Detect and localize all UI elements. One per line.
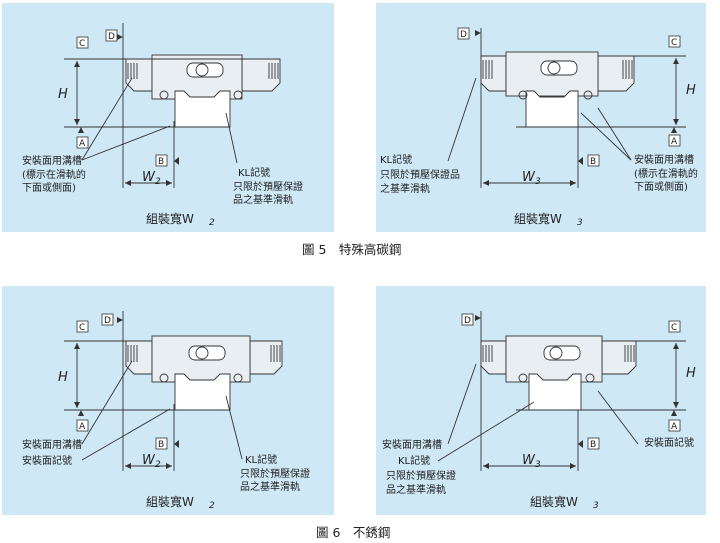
- dim-h-label: H: [58, 87, 68, 102]
- kl-note-2: 品之基準滑軌: [240, 480, 300, 493]
- ref-a-label: A: [671, 137, 678, 147]
- mount-groove-note-2: 下面或側面): [634, 180, 688, 193]
- bottom-title-sub: 2: [209, 218, 215, 228]
- kl-mark-label: KL記號: [238, 166, 270, 179]
- dim-h-label: H: [58, 370, 68, 385]
- kl-mark-label: KL記號: [398, 454, 430, 467]
- ref-b-label: B: [158, 440, 164, 450]
- mount-mark-label: 安裝面記號: [644, 436, 694, 449]
- kl-note-2: 品之基準滑軌: [233, 193, 293, 206]
- bottom-title-sub: 2: [209, 501, 215, 511]
- dim-w-sub: 3: [535, 177, 541, 187]
- ref-a-label: A: [79, 139, 86, 149]
- dim-w-sub: 2: [155, 177, 161, 187]
- mount-groove-label: 安裝面用溝槽: [22, 438, 82, 451]
- kl-note-1: 只限於預壓保證: [240, 467, 310, 480]
- fig5-left-panel: D C A B H W 2 安裝面用溝槽 (標示在滑軌的 下面或側面) KL記號…: [2, 3, 334, 232]
- ref-d-label: D: [464, 316, 471, 326]
- fig6-right-panel: D C A B H W 3 安裝面用溝槽 安裝面記號 KL記號 只限於預壓保證 …: [376, 286, 706, 515]
- mount-groove-note-2: 下面或側面): [22, 181, 76, 194]
- kl-mark-label: KL記號: [245, 453, 277, 466]
- kl-note-1: 只限於預壓保證品: [380, 168, 460, 181]
- ref-a-label: A: [671, 422, 678, 432]
- mount-mark-label: 安裝面記號: [22, 454, 72, 467]
- dim-w-sub: 2: [155, 460, 161, 470]
- dim-w-label: W: [522, 170, 536, 185]
- mount-groove-label: 安裝面用溝槽: [22, 154, 82, 167]
- dim-w-label: W: [142, 453, 156, 468]
- kl-note-2: 品之基準滑軌: [386, 483, 446, 496]
- ref-b-label: B: [158, 157, 164, 167]
- fig6-caption: 圖 6 不銹鋼: [316, 525, 391, 540]
- bottom-title: 組裝寬W: [146, 494, 194, 509]
- ref-a-label: A: [79, 422, 86, 432]
- bottom-title: 組裝寬W: [530, 494, 578, 509]
- fig6-left-panel: D C A B H W 2 安裝面用溝槽 安裝面記號 KL記號 只限於預壓保證 …: [2, 286, 334, 515]
- fig5-right-drawing: D C A B H W 3 安裝面用溝槽 (標示在滑軌的 下面或側面) KL記號…: [380, 27, 698, 228]
- fig5-right-panel: D C A B H W 3 安裝面用溝槽 (標示在滑軌的 下面或側面) KL記號…: [376, 3, 706, 232]
- ref-d-label: D: [104, 316, 111, 326]
- dim-w-label: W: [522, 453, 536, 468]
- fig6-left-drawing: D C A B H W 2 安裝面用溝槽 安裝面記號 KL記號 只限於預壓保證 …: [22, 311, 310, 511]
- fig6-right-drawing: D C A B H W 3 安裝面用溝槽 安裝面記號 KL記號 只限於預壓保證 …: [382, 311, 696, 511]
- fig5-left-drawing: D C A B H W 2 安裝面用溝槽 (標示在滑軌的 下面或側面) KL記號…: [22, 23, 303, 228]
- ref-c-label: C: [671, 38, 677, 48]
- ref-c-label: C: [79, 39, 85, 49]
- mount-groove-label: 安裝面用溝槽: [634, 153, 694, 166]
- kl-mark-label: KL記號: [380, 153, 412, 166]
- ref-c-label: C: [671, 323, 677, 333]
- kl-note-1: 只限於預壓保證: [233, 180, 303, 193]
- dim-w-label: W: [142, 170, 156, 185]
- ref-c-label: C: [79, 323, 85, 333]
- dim-w-sub: 3: [535, 460, 541, 470]
- ref-d-label: D: [460, 30, 467, 40]
- bottom-title: 組裝寬W: [146, 211, 194, 226]
- bottom-title: 組裝寬W: [514, 211, 562, 226]
- dim-h-label: H: [686, 83, 696, 98]
- ref-b-label: B: [590, 157, 596, 167]
- dim-h-label: H: [686, 366, 696, 381]
- ref-d-label: D: [108, 32, 115, 42]
- mount-groove-label: 安裝面用溝槽: [382, 438, 442, 451]
- mount-groove-note-1: (標示在滑軌的: [634, 167, 698, 180]
- mount-groove-note-1: (標示在滑軌的: [22, 168, 86, 181]
- bottom-title-sub: 3: [593, 501, 599, 511]
- kl-note-1: 只限於預壓保證: [386, 469, 456, 482]
- kl-note-2: 之基準滑軌: [380, 182, 430, 195]
- fig5-caption: 圖 5 特殊高碳鋼: [302, 242, 402, 257]
- bottom-title-sub: 3: [577, 218, 583, 228]
- ref-b-label: B: [590, 440, 596, 450]
